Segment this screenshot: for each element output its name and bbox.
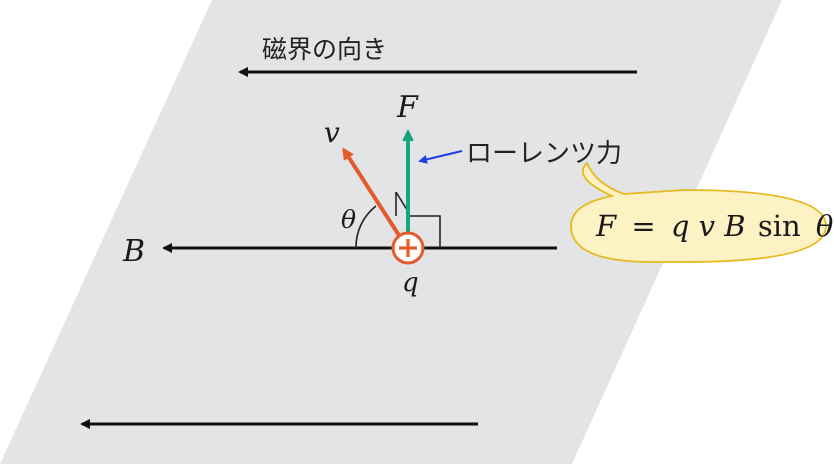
formula-q: q [671,209,690,243]
theta-label: θ [341,205,356,234]
formula-bubble: F = q v B sin θ [570,161,833,263]
formula-theta: θ [816,209,833,243]
formula-sin: sin [758,209,801,243]
charge-label: q [402,268,419,298]
lorentz-force-label: ローレンツ力 [466,139,622,169]
force-label: F [396,90,419,125]
velocity-arrow [342,147,404,242]
lorentz-pointer-arrow [418,150,463,164]
field-direction-label: 磁界の向き [262,35,387,64]
formula-equals: = [631,209,655,243]
formula-b: B [723,209,745,243]
formula-f: F [595,209,617,243]
right-angle-marker [410,215,441,248]
formula-text: F = q v B sin θ [595,209,833,243]
formula-v: v [699,209,716,243]
b-label: B [122,234,145,269]
field-plane [0,0,782,464]
angle-arc [355,205,377,249]
velocity-label: v [324,116,340,149]
bubble-shape [570,161,827,263]
